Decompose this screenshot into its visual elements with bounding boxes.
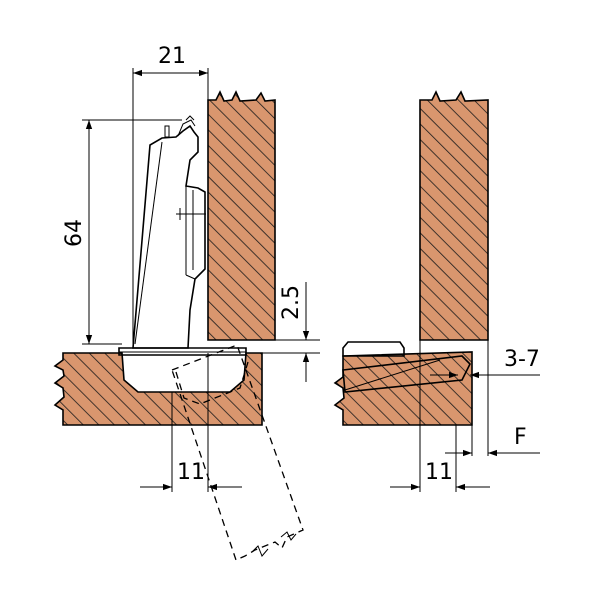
hinge-arm-screw <box>176 208 206 220</box>
left-side-panel <box>207 90 276 341</box>
dim-f-label: F <box>514 425 527 450</box>
hinge-spring-tip <box>177 115 196 137</box>
hinge-arm-inner-line <box>134 141 163 345</box>
right-side-panel <box>419 90 489 341</box>
open-cup-dashed-outline <box>175 361 249 405</box>
right-cup-insert <box>342 355 471 393</box>
dim-64-label: 64 <box>62 219 87 247</box>
dim-25-label: 2.5 <box>279 285 304 320</box>
hinge-arm-mounting-plate <box>185 186 196 280</box>
left-door-panel <box>53 352 263 426</box>
open-door-break <box>251 531 297 557</box>
dim-37-label: 3-7 <box>504 347 540 372</box>
hinge-arm <box>132 124 206 349</box>
right-hinge-plate <box>342 341 405 357</box>
right-cup-diagonal <box>344 359 441 391</box>
hinge-pin <box>164 125 170 138</box>
dim-11-right-label: 11 <box>425 460 453 485</box>
dim-21-label: 21 <box>158 44 186 69</box>
dim-11-left-label: 11 <box>177 460 205 485</box>
open-door-dashed-outline <box>171 344 304 561</box>
hinge-cup-base <box>118 347 247 356</box>
